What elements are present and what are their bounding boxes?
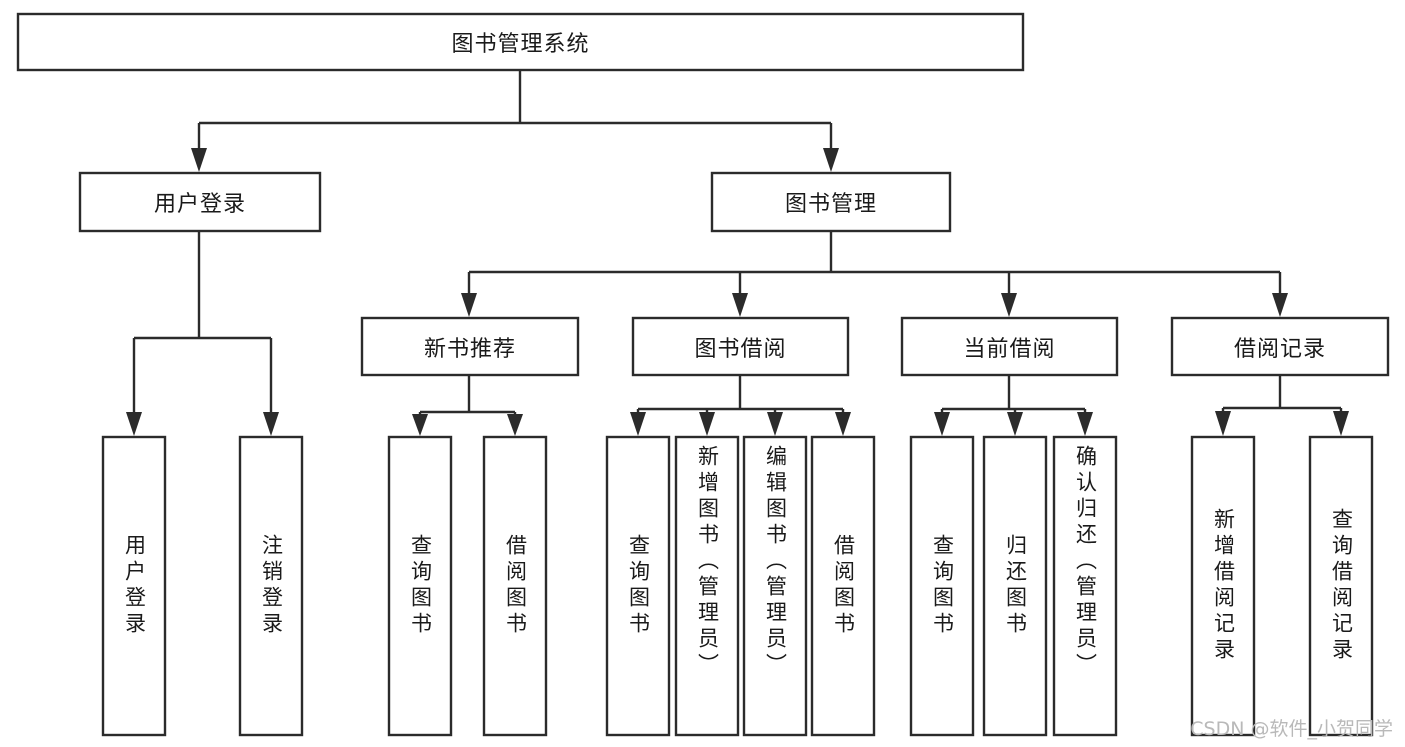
node-current-borrow[interactable] [900, 316, 1119, 377]
arrow-head-leaf-user-login [126, 412, 142, 436]
arrow-head-leaf-add-book-admin [699, 412, 715, 436]
arrow-head-borrow-record [1272, 293, 1288, 317]
arrow-head-user-login [191, 148, 207, 172]
node-layer [16, 12, 1390, 737]
connector-layer [126, 70, 1349, 436]
node-leaf-return-book[interactable] [982, 435, 1048, 737]
node-new-book-recommend[interactable] [360, 316, 580, 377]
arrow-head-leaf-query-book-borrow [630, 412, 646, 436]
arrow-head-leaf-edit-book-admin [767, 412, 783, 436]
node-leaf-query-borrow-record[interactable] [1308, 435, 1374, 737]
node-root[interactable] [16, 12, 1025, 72]
node-leaf-add-book-admin[interactable] [674, 435, 740, 737]
arrow-head-book-borrow [732, 293, 748, 317]
arrow-head-leaf-query-book-current [934, 412, 950, 436]
arrow-head-leaf-borrow-book-recommend [507, 414, 523, 436]
node-leaf-query-book-current[interactable] [909, 435, 975, 737]
arrow-head-leaf-add-borrow-record [1215, 411, 1231, 436]
node-leaf-borrow-book-recommend[interactable] [482, 435, 548, 737]
arrow-head-current-borrow [1001, 293, 1017, 317]
arrow-head-leaf-confirm-return-admin [1077, 412, 1093, 436]
node-leaf-confirm-return-admin[interactable] [1052, 435, 1118, 737]
arrow-head-book-management [823, 148, 839, 172]
node-book-borrow[interactable] [631, 316, 850, 377]
node-leaf-borrow-book[interactable] [810, 435, 876, 737]
node-borrow-record[interactable] [1170, 316, 1390, 377]
node-leaf-user-login[interactable] [101, 435, 167, 737]
node-user-login[interactable] [78, 171, 322, 233]
arrow-head-leaf-query-borrow-record [1333, 411, 1349, 436]
node-leaf-query-book-recommend[interactable] [387, 435, 453, 737]
node-leaf-add-borrow-record[interactable] [1190, 435, 1256, 737]
arrow-head-new-book-recommend [461, 293, 477, 317]
arrow-head-leaf-logout-login [263, 412, 279, 436]
arrow-head-leaf-return-book [1007, 412, 1023, 436]
node-leaf-query-book-borrow[interactable] [605, 435, 671, 737]
node-book-management[interactable] [710, 171, 952, 233]
arrow-head-leaf-borrow-book [835, 412, 851, 436]
node-leaf-logout-login[interactable] [238, 435, 304, 737]
node-leaf-edit-book-admin[interactable] [742, 435, 808, 737]
arrow-head-leaf-query-book-recommend [412, 414, 428, 436]
